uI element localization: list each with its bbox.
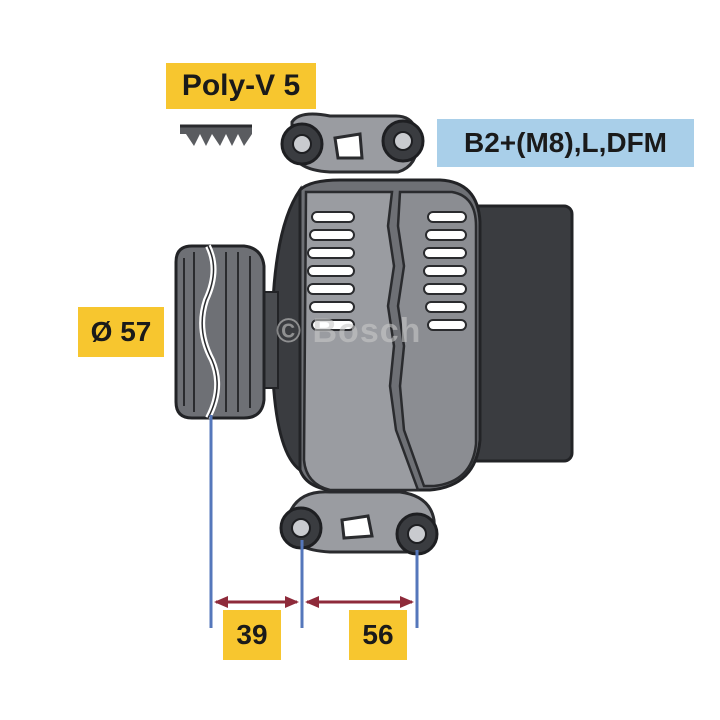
belt-type-label: Poly-V 5 [166, 63, 316, 109]
dimension-left-label: 39 [223, 610, 281, 660]
dimension-right-label: 56 [349, 610, 407, 660]
bottom-mounting-bracket [279, 490, 439, 556]
dimension-lines [209, 415, 419, 628]
terminals-label: B2+(M8),L,DFM [437, 119, 694, 167]
alternator-housing [270, 178, 482, 492]
belt-profile-icon [180, 124, 252, 146]
cooling-fins-left [307, 211, 355, 331]
copyright-watermark: © Bosch [276, 312, 422, 350]
top-mounting-bracket [280, 112, 425, 174]
cooling-fins-right [423, 211, 467, 331]
pulley-diameter-label: Ø 57 [78, 307, 164, 357]
pulley [174, 244, 279, 420]
